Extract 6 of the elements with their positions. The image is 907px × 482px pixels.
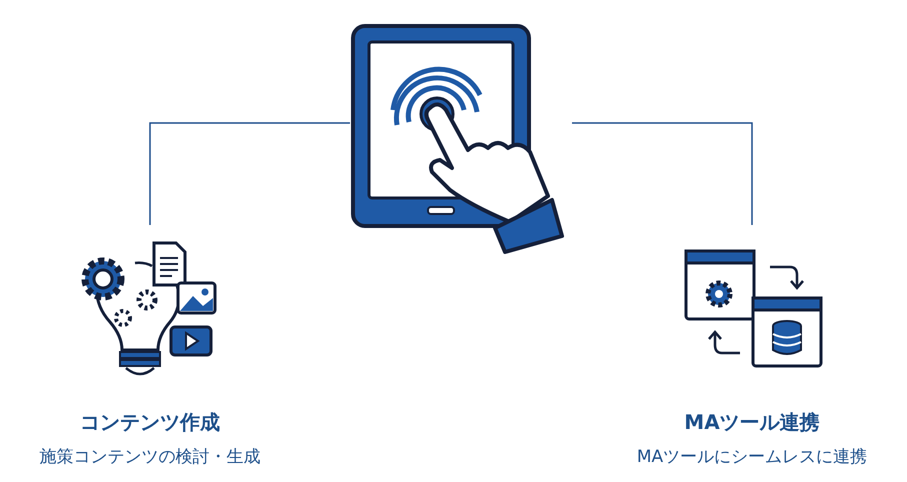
description: 施策コンテンツの検討・生成 (38, 446, 262, 468)
connector-line (572, 122, 753, 225)
description: MAツールにシームレスに連携 (636, 446, 868, 468)
heading: コンテンツ作成 (79, 409, 221, 436)
connector-line (149, 122, 350, 225)
heading: MAツール連携 (683, 409, 821, 436)
